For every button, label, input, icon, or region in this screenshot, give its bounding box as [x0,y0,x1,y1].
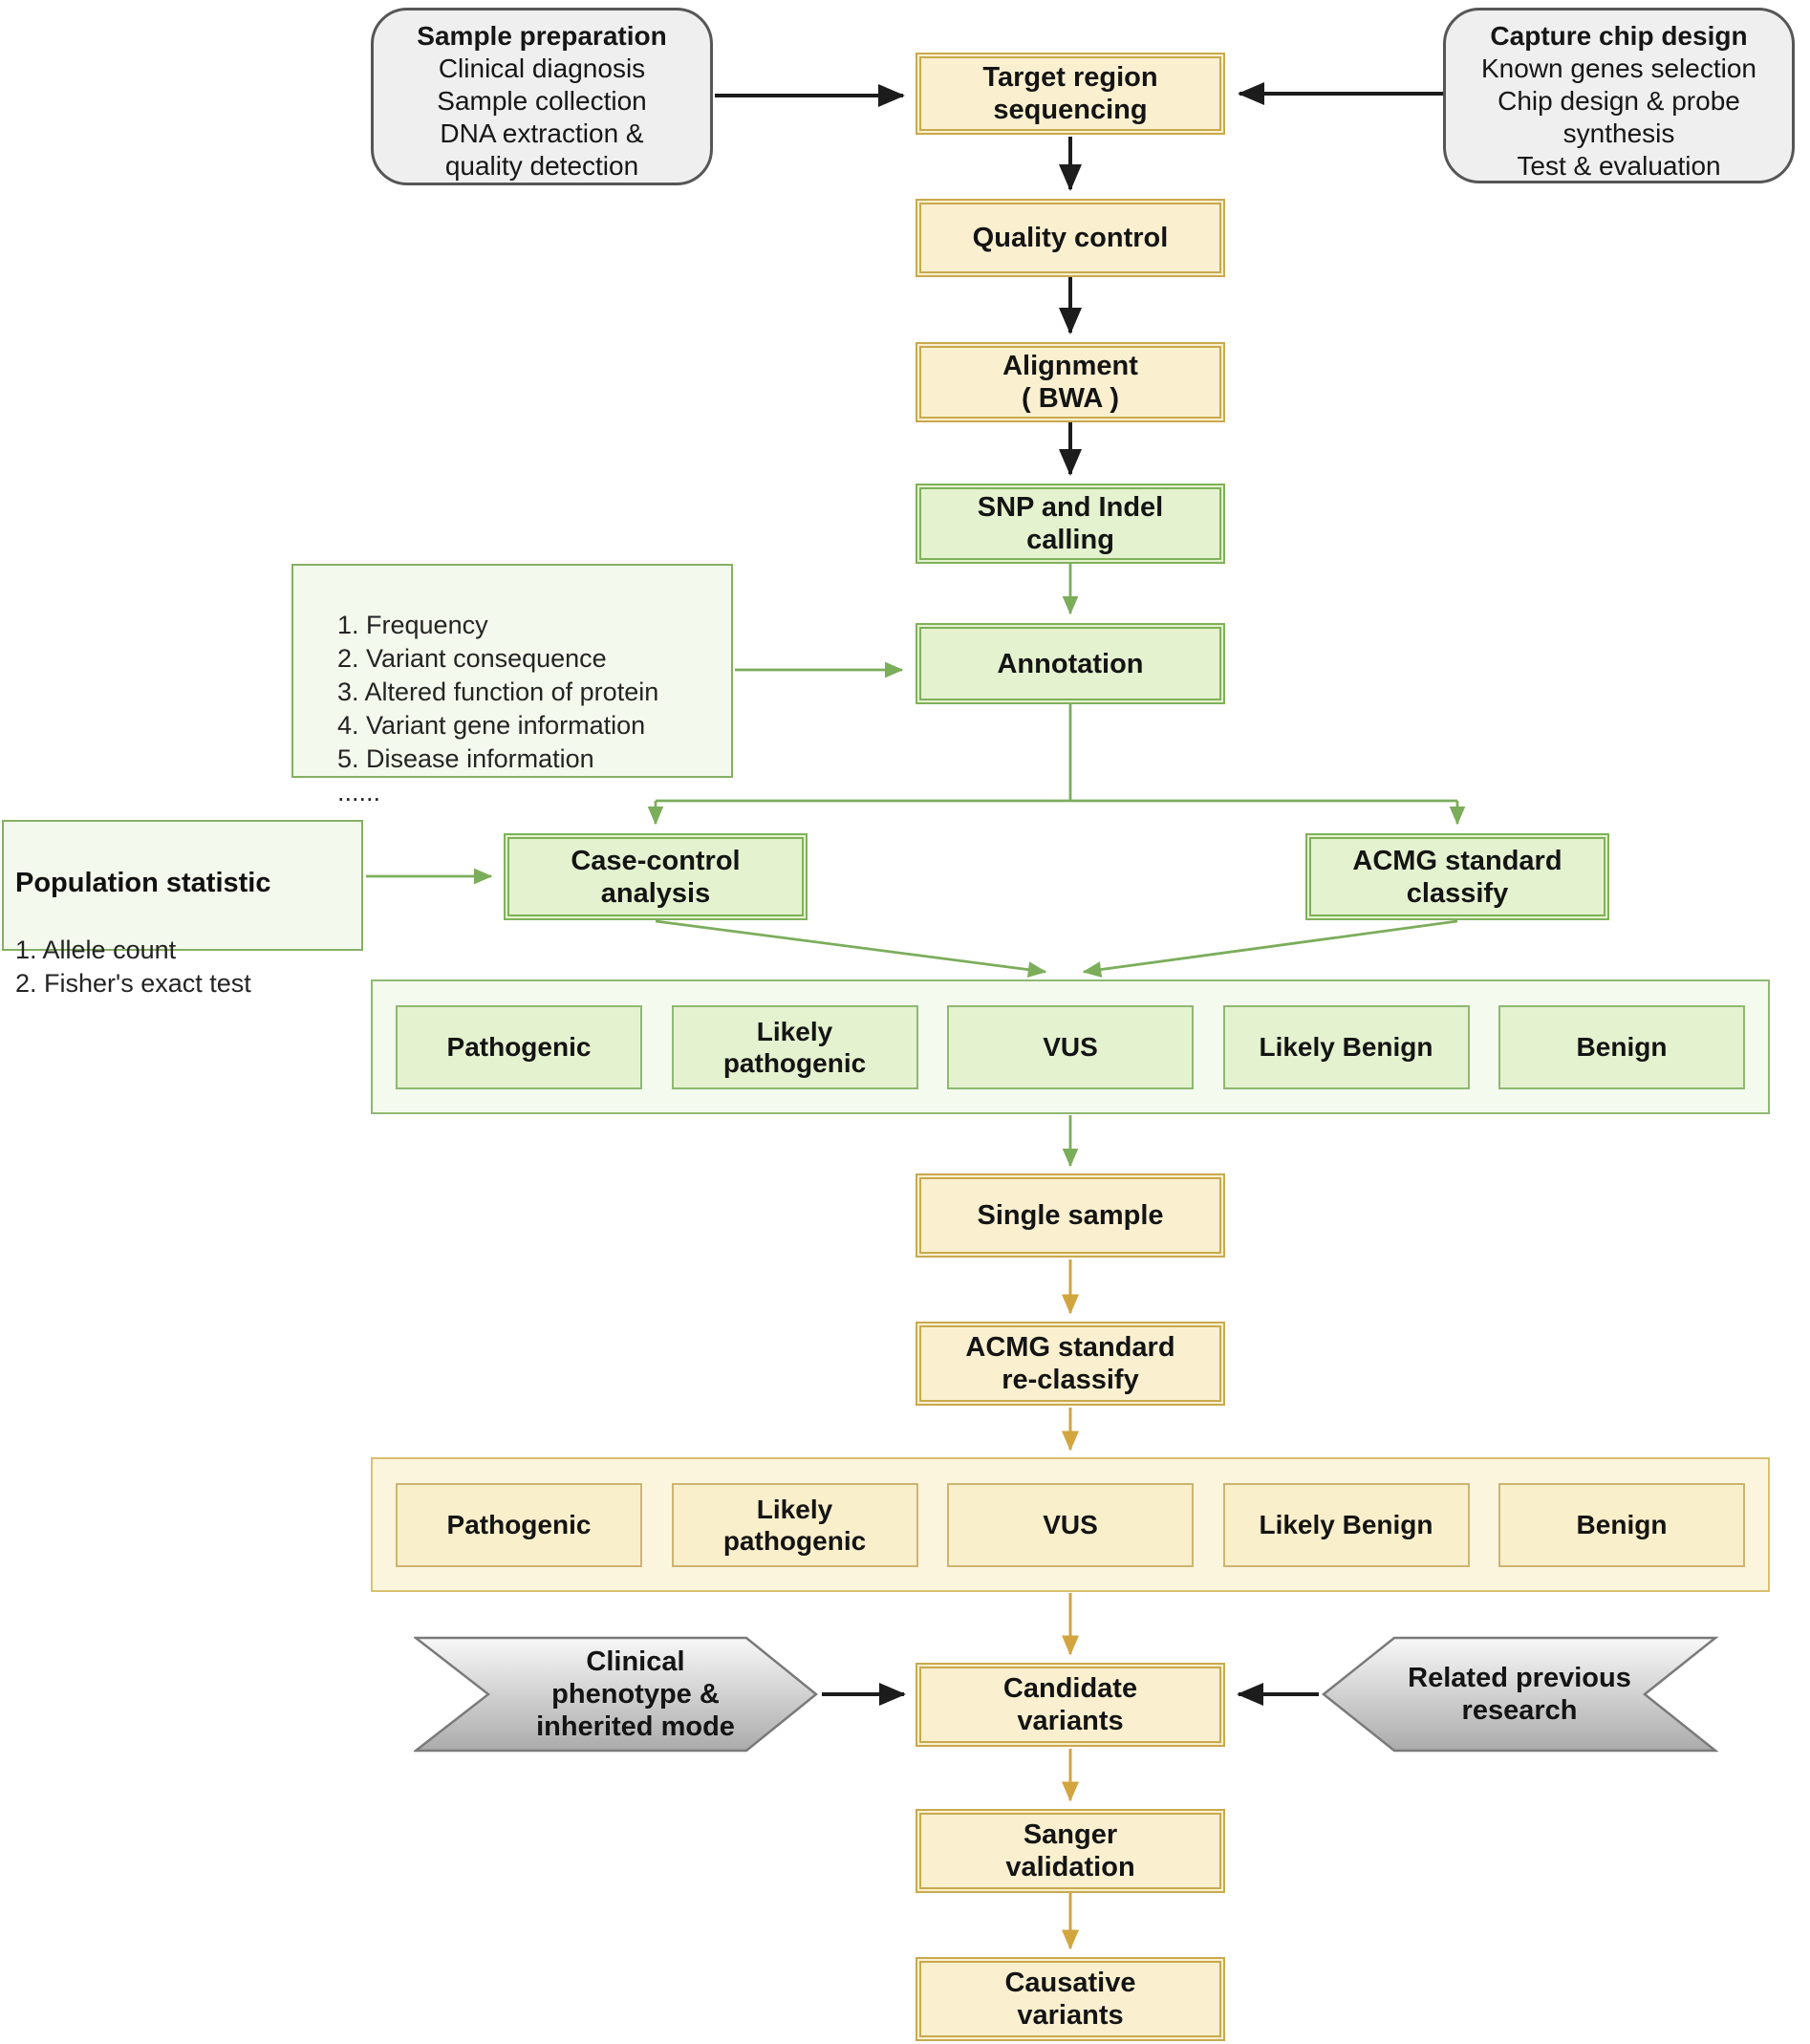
node-related-research-banner: Related previous research [1321,1636,1718,1753]
node-case-control-analysis: Case-control analysis [504,833,808,920]
node-annotation-criteria: 1. Frequency 2. Variant consequence 3. A… [291,564,733,807]
node-population-statistic: Population statistic 1. Allele count 2. … [2,820,363,998]
node-alignment-bwa: Alignment ( BWA ) [916,342,1225,422]
node-sample-preparation: Sample preparation Clinical diagnosis Sa… [371,8,713,185]
green-class-likely-benign: Likely Benign [1222,1004,1470,1089]
orange-class-likely-benign: Likely Benign [1222,1482,1470,1567]
node-candidate-variants: Candidate variants [916,1663,1225,1747]
orange-class-vus: VUS [947,1482,1194,1567]
node-clinical-phenotype-banner: Clinical phenotype & inherited mode [414,1636,819,1753]
orange-classification-row: Pathogenic Likely pathogenic VUS Likely … [371,1457,1770,1592]
node-single-sample: Single sample [916,1173,1225,1258]
node-causative-variants: Causative variants [916,1957,1225,2041]
capture-chip-title: Capture chip design [1490,21,1748,51]
orange-class-likely-pathogenic: Likely pathogenic [671,1482,918,1567]
node-quality-control: Quality control [916,199,1225,277]
capture-chip-steps: Known genes selection Chip design & prob… [1481,54,1756,181]
arrow-acmgclassify-to-greenrow [1082,919,1458,978]
related-research-label: Related previous research [1408,1663,1631,1726]
right-pointing-chevron-shape [414,1636,818,1753]
sample-preparation-title: Sample preparation [417,21,667,51]
green-class-likely-pathogenic: Likely pathogenic [671,1004,918,1089]
arrow-casecontrol-to-greenrow [655,919,1047,978]
sample-preparation-steps: Clinical diagnosis Sample collection DNA… [437,54,647,181]
annotation-criteria-list: 1. Frequency 2. Variant consequence 3. A… [337,611,659,807]
green-classification-row: Pathogenic Likely pathogenic VUS Likely … [371,979,1770,1114]
node-capture-chip-design: Capture chip design Known genes selectio… [1443,8,1795,183]
node-sanger-validation: Sanger validation [916,1809,1225,1893]
node-snp-indel-calling: SNP and Indel calling [916,484,1225,564]
orange-class-pathogenic: Pathogenic [396,1482,642,1567]
node-annotation: Annotation [916,623,1225,704]
node-acmg-standard-classify: ACMG standard classify [1305,833,1609,920]
node-target-region-sequencing: Target region sequencing [916,53,1225,135]
green-class-pathogenic: Pathogenic [396,1004,642,1089]
green-class-vus: VUS [947,1004,1194,1089]
green-class-benign: Benign [1498,1004,1745,1089]
orange-class-benign: Benign [1498,1482,1745,1567]
node-acmg-standard-reclassify: ACMG standard re-classify [916,1322,1225,1406]
clinical-phenotype-label: Clinical phenotype & inherited mode [536,1646,735,1742]
population-statistic-title: Population statistic [15,868,271,898]
left-pointing-chevron-shape [1321,1636,1718,1753]
population-statistic-list: 1. Allele count 2. Fisher's exact test [15,936,251,998]
